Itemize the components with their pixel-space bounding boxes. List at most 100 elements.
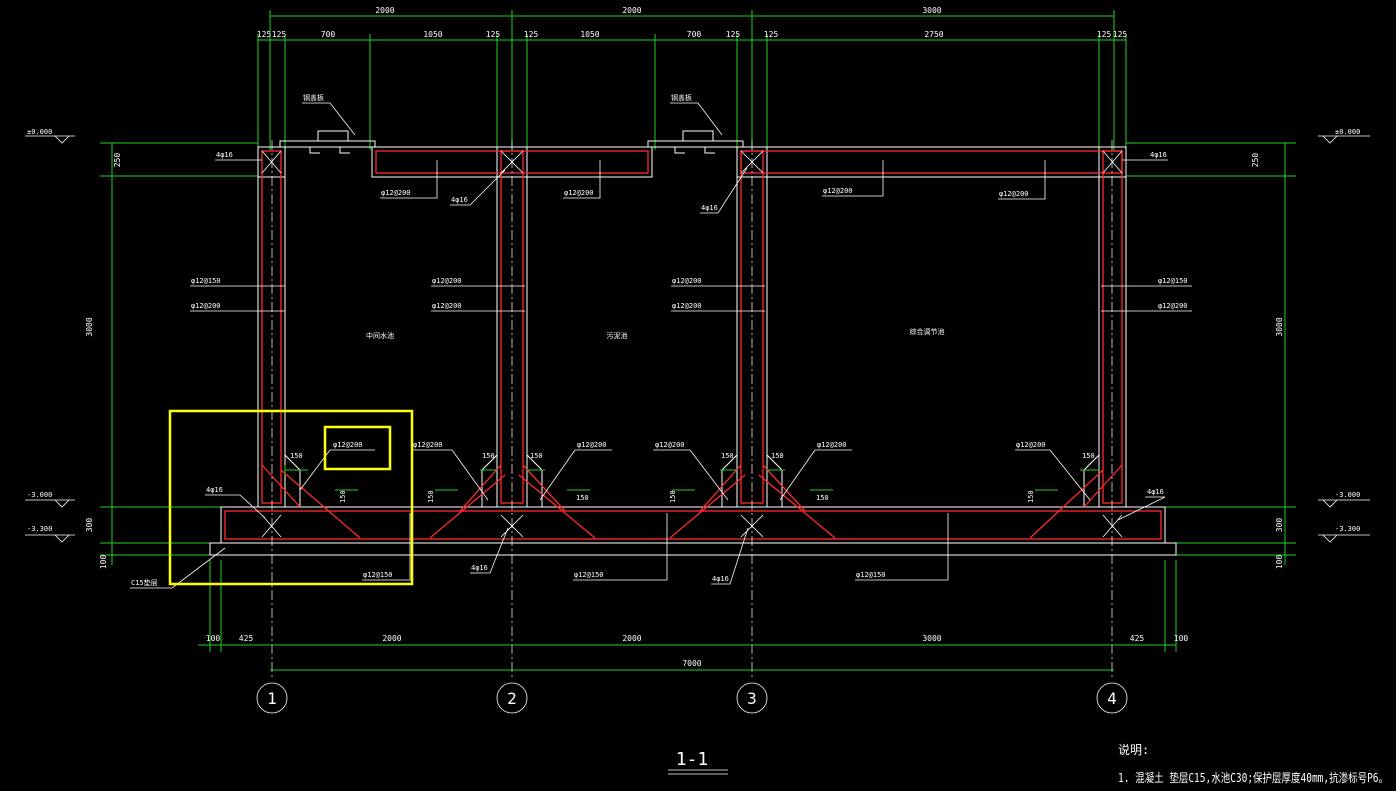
wall-rebar-1a: φ12@150 xyxy=(191,277,221,285)
haunch-dim-3: 150 xyxy=(530,452,543,460)
bottom-dim: 425 xyxy=(239,634,254,643)
bottom-dim: 425 xyxy=(1130,634,1145,643)
right-dim-250: 250 xyxy=(1251,153,1260,168)
top-sub-dim: 700 xyxy=(687,30,702,39)
room-label-1: 中间水池 xyxy=(366,331,394,340)
haunch-dim-4: 150 xyxy=(721,452,734,460)
top-dim-1: 2000 xyxy=(375,6,394,15)
section-title: 1-1 xyxy=(676,749,709,770)
top-sub-dim: 1050 xyxy=(580,30,599,39)
corner-bar-2: 4φ16 xyxy=(451,196,468,204)
corner-bar-6: 4φ16 xyxy=(471,564,488,572)
top-sub-dim: 125 xyxy=(726,30,741,39)
roof-rebar-3: φ12@200 xyxy=(823,187,853,195)
left-dimensions: 250 3000 300 100 ±0.000 -3.000 -3.300 xyxy=(25,128,258,569)
corner-bar-7: 4φ16 xyxy=(712,575,729,583)
wall-axis-1 xyxy=(257,146,286,508)
wall-rebar-2a: φ12@200 xyxy=(432,277,462,285)
roof-rebar-2: φ12@200 xyxy=(564,189,594,197)
top-sub-dim: 125 xyxy=(257,30,272,39)
haunch-dim-10: 150 xyxy=(669,490,677,503)
room-label-3: 综合调节池 xyxy=(910,327,945,336)
elev-right-0: ±0.000 xyxy=(1335,128,1360,136)
wall-rebar-4b: φ12@200 xyxy=(1158,302,1188,310)
steel-cover-2 xyxy=(647,130,744,154)
top-sub-dim: 2750 xyxy=(924,30,943,39)
elev-left-3000: -3.000 xyxy=(27,491,52,499)
top-dim-2: 2000 xyxy=(622,6,641,15)
elev-left-0: ±0.000 xyxy=(27,128,52,136)
haunch-dim-12: 150 xyxy=(1027,490,1035,503)
top-sub-dim: 125 xyxy=(1097,30,1112,39)
haunch-rebar-6: φ12@200 xyxy=(1016,441,1046,449)
top-sub-dim: 125 xyxy=(272,30,287,39)
haunch-rebar-1: φ12@200 xyxy=(333,441,363,449)
wall-rebar-2b: φ12@200 xyxy=(432,302,462,310)
left-dim-3000: 3000 xyxy=(85,317,94,336)
top-sub-dim: 125 xyxy=(1113,30,1128,39)
haunch-dim-9: 150 xyxy=(576,494,589,502)
elev-right-3000: -3.000 xyxy=(1335,491,1360,499)
top-dimensions: 2000 2000 3000 125 125 700 1050 125 125 … xyxy=(257,6,1128,150)
bottom-dim: 100 xyxy=(206,634,221,643)
notes-heading: 说明: xyxy=(1118,742,1149,757)
right-dim-3000: 3000 xyxy=(1275,317,1284,336)
axis-label-2: 2 xyxy=(507,689,517,708)
axis-label-3: 3 xyxy=(747,689,757,708)
haunch-dim-5: 150 xyxy=(771,452,784,460)
haunch-dim-8: 150 xyxy=(427,490,435,503)
cover-label-2: 钢盖板 xyxy=(671,93,692,102)
haunch-rebar-5: φ12@200 xyxy=(817,441,847,449)
bottom-dim: 3000 xyxy=(922,634,941,643)
bottom-dim: 2000 xyxy=(622,634,641,643)
corner-bar-1: 4φ16 xyxy=(216,151,233,159)
annotations: 钢盖板 钢盖板 φ12@200 φ12@200 φ12@200 φ12@200 … xyxy=(130,93,1192,589)
wall-rebar-4a: φ12@150 xyxy=(1158,277,1188,285)
corner-bar-5: 4φ16 xyxy=(206,486,223,494)
elev-right-3300: -3.300 xyxy=(1335,525,1360,533)
highlight-rebar-label xyxy=(323,425,392,471)
right-dim-300: 300 xyxy=(1275,518,1284,533)
top-dim-3: 3000 xyxy=(922,6,941,15)
cover-label-1: 钢盖板 xyxy=(303,93,324,102)
axis-label-4: 4 xyxy=(1107,689,1117,708)
steel-cover-1 xyxy=(279,130,376,154)
wall-axis-4 xyxy=(1098,146,1127,508)
bedding-label: C15垫层 xyxy=(131,578,158,587)
base-rebar-2: φ12@150 xyxy=(574,571,604,579)
c15-bedding xyxy=(209,542,1177,556)
corner-bar-4: 4φ16 xyxy=(1150,151,1167,159)
haunch-dim-2: 150 xyxy=(482,452,495,460)
axis-grid: 1 2 3 4 xyxy=(256,140,1128,714)
corner-bar-3: 4φ16 xyxy=(701,204,718,212)
bottom-total-dim: 7000 xyxy=(682,659,701,668)
top-sub-dim: 700 xyxy=(321,30,336,39)
wall-rebar-3b: φ12@200 xyxy=(672,302,702,310)
roof-rebar-4: φ12@200 xyxy=(999,190,1029,198)
axis-label-1: 1 xyxy=(267,689,277,708)
right-dim-100: 100 xyxy=(1275,555,1284,570)
room-label-2: 污泥池 xyxy=(607,331,628,340)
left-dim-100: 100 xyxy=(99,555,108,570)
right-dimensions: 250 3000 300 100 ±0.000 -3.000 -3.300 xyxy=(1126,128,1370,569)
haunch-dim-6: 150 xyxy=(1082,452,1095,460)
haunch-dim-1: 150 xyxy=(290,452,303,460)
bottom-dim: 100 xyxy=(1174,634,1189,643)
wall-rebar-3a: φ12@200 xyxy=(672,277,702,285)
base-rebar-1: φ12@150 xyxy=(363,571,393,579)
bottom-dimensions: 100 425 2000 2000 3000 425 100 7000 xyxy=(198,560,1189,671)
haunch-rebar-3: φ12@200 xyxy=(577,441,607,449)
top-sub-dim: 125 xyxy=(486,30,501,39)
left-dim-250: 250 xyxy=(113,153,122,168)
bottom-dim: 2000 xyxy=(382,634,401,643)
base-slab xyxy=(220,506,1166,544)
highlight-detail-region xyxy=(168,409,414,586)
haunch-dim-7: 150 xyxy=(339,490,347,503)
note-1: 1. 混凝土 垫层C15,水池C30;保护层厚度40mm,抗渗标号P6。 xyxy=(1118,770,1388,785)
top-sub-dim: 125 xyxy=(764,30,779,39)
base-rebar-3: φ12@150 xyxy=(856,571,886,579)
haunch-dim-11: 150 xyxy=(816,494,829,502)
corner-bar-8: 4φ16 xyxy=(1147,488,1164,496)
roof-rebar-1: φ12@200 xyxy=(381,189,411,197)
